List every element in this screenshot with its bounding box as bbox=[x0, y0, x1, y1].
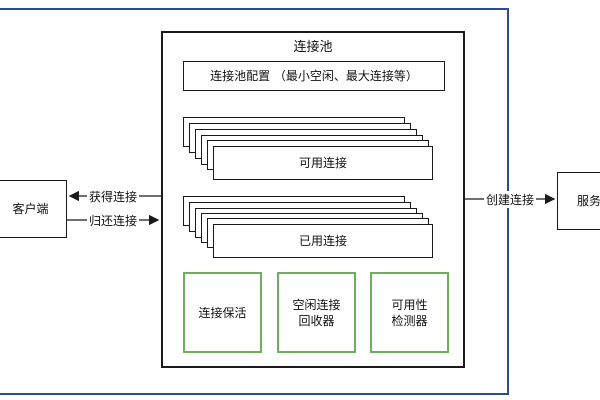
used-connections-label: 已用连接 bbox=[298, 234, 347, 248]
available-connections-label: 可用连接 bbox=[298, 156, 347, 170]
idle-recycler-module: 空闲连接 回收器 bbox=[277, 272, 356, 353]
return-label: 归还连接 bbox=[87, 212, 140, 229]
connection-pool-title: 连接池 bbox=[293, 40, 333, 55]
availability-label-line1: 可用性 bbox=[391, 297, 428, 312]
pool-config-box: 连接池配置 （最小空闲、最大连接等） bbox=[183, 61, 445, 91]
server-label: 服务 bbox=[577, 194, 600, 208]
keepalive-label: 连接保活 bbox=[198, 305, 247, 320]
used-connections-box: 已用连接 bbox=[213, 224, 433, 258]
acquire-label: 获得连接 bbox=[87, 188, 140, 205]
availability-detector-module: 可用性 检测器 bbox=[370, 272, 449, 353]
keepalive-module: 连接保活 bbox=[183, 272, 262, 353]
availability-label-line2: 检测器 bbox=[391, 313, 428, 328]
client-label: 客户端 bbox=[12, 202, 49, 216]
available-connections-box: 可用连接 bbox=[213, 146, 433, 180]
pool-config-label: 连接池配置 （最小空闲、最大连接等） bbox=[210, 69, 418, 83]
idle-recycler-label-line1: 空闲连接 bbox=[292, 297, 341, 312]
create-label: 创建连接 bbox=[484, 191, 537, 208]
server-box: 服务 bbox=[557, 172, 600, 230]
idle-recycler-label-line2: 回收器 bbox=[298, 313, 335, 328]
client-box: 客户端 bbox=[0, 180, 67, 238]
